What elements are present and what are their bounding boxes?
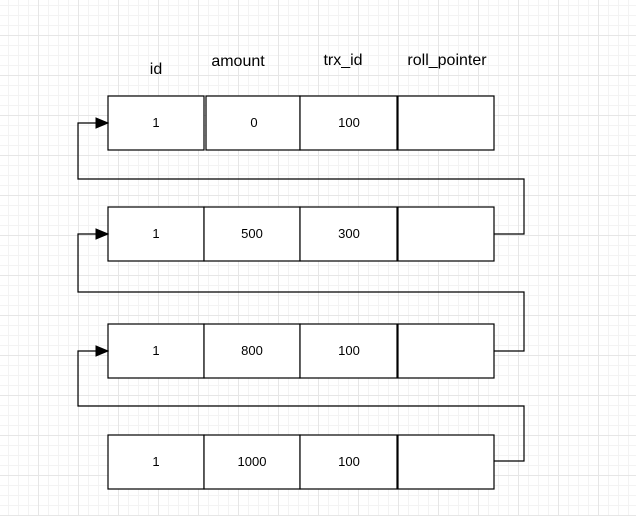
roll-pointer-link	[77, 350, 525, 462]
cell-trx-id-value: 100	[338, 454, 360, 469]
roll-pointer-connectors	[77, 117, 525, 462]
cell-trx-id-value: 300	[338, 226, 360, 241]
cell-amount-value: 1000	[238, 454, 267, 469]
cell-id-value: 1	[152, 226, 159, 241]
roll-pointer-arrow	[77, 228, 525, 352]
cell-roll-pointer	[397, 206, 495, 262]
record-row: 1 500 300	[107, 206, 495, 262]
cell-roll-pointer	[397, 323, 495, 379]
record-row: 1 0 100	[107, 95, 495, 151]
cell-trx-id	[299, 95, 398, 151]
roll-pointer-link	[77, 233, 525, 352]
cell-amount-value: 0	[250, 115, 257, 130]
cell-trx-id	[299, 323, 398, 379]
cell-trx-id	[299, 434, 398, 490]
cell-roll-pointer	[397, 95, 495, 151]
cell-amount	[203, 323, 301, 379]
arrow-head-icon	[95, 228, 110, 240]
header-roll-pointer: roll_pointer	[407, 52, 487, 69]
roll-pointer-arrow	[77, 345, 525, 462]
header-amount: amount	[211, 53, 265, 70]
cell-id-value: 1	[152, 454, 159, 469]
cell-trx-id-value: 100	[338, 115, 360, 130]
cell-amount-value: 800	[241, 343, 263, 358]
header-id: id	[150, 61, 162, 78]
cell-amount-value: 500	[241, 226, 263, 241]
cell-trx-id	[299, 206, 398, 262]
record-row: 1 800 100	[107, 323, 495, 379]
cell-id	[107, 95, 205, 151]
cell-amount	[205, 95, 301, 151]
cell-id	[107, 323, 205, 379]
record-row: 1 1000 100	[107, 434, 495, 490]
arrow-head-icon	[95, 345, 110, 357]
header-trx-id: trx_id	[323, 52, 362, 69]
cell-id-value: 1	[152, 115, 159, 130]
cell-id	[107, 434, 205, 490]
roll-pointer-arrow	[77, 117, 525, 235]
roll-pointer-link	[77, 122, 525, 235]
column-headers: id amount trx_id roll_pointer	[150, 52, 487, 78]
cell-amount	[203, 206, 301, 262]
cell-trx-id-value: 100	[338, 343, 360, 358]
cell-roll-pointer	[397, 434, 495, 490]
cell-id-value: 1	[152, 343, 159, 358]
arrow-head-icon	[95, 117, 110, 129]
